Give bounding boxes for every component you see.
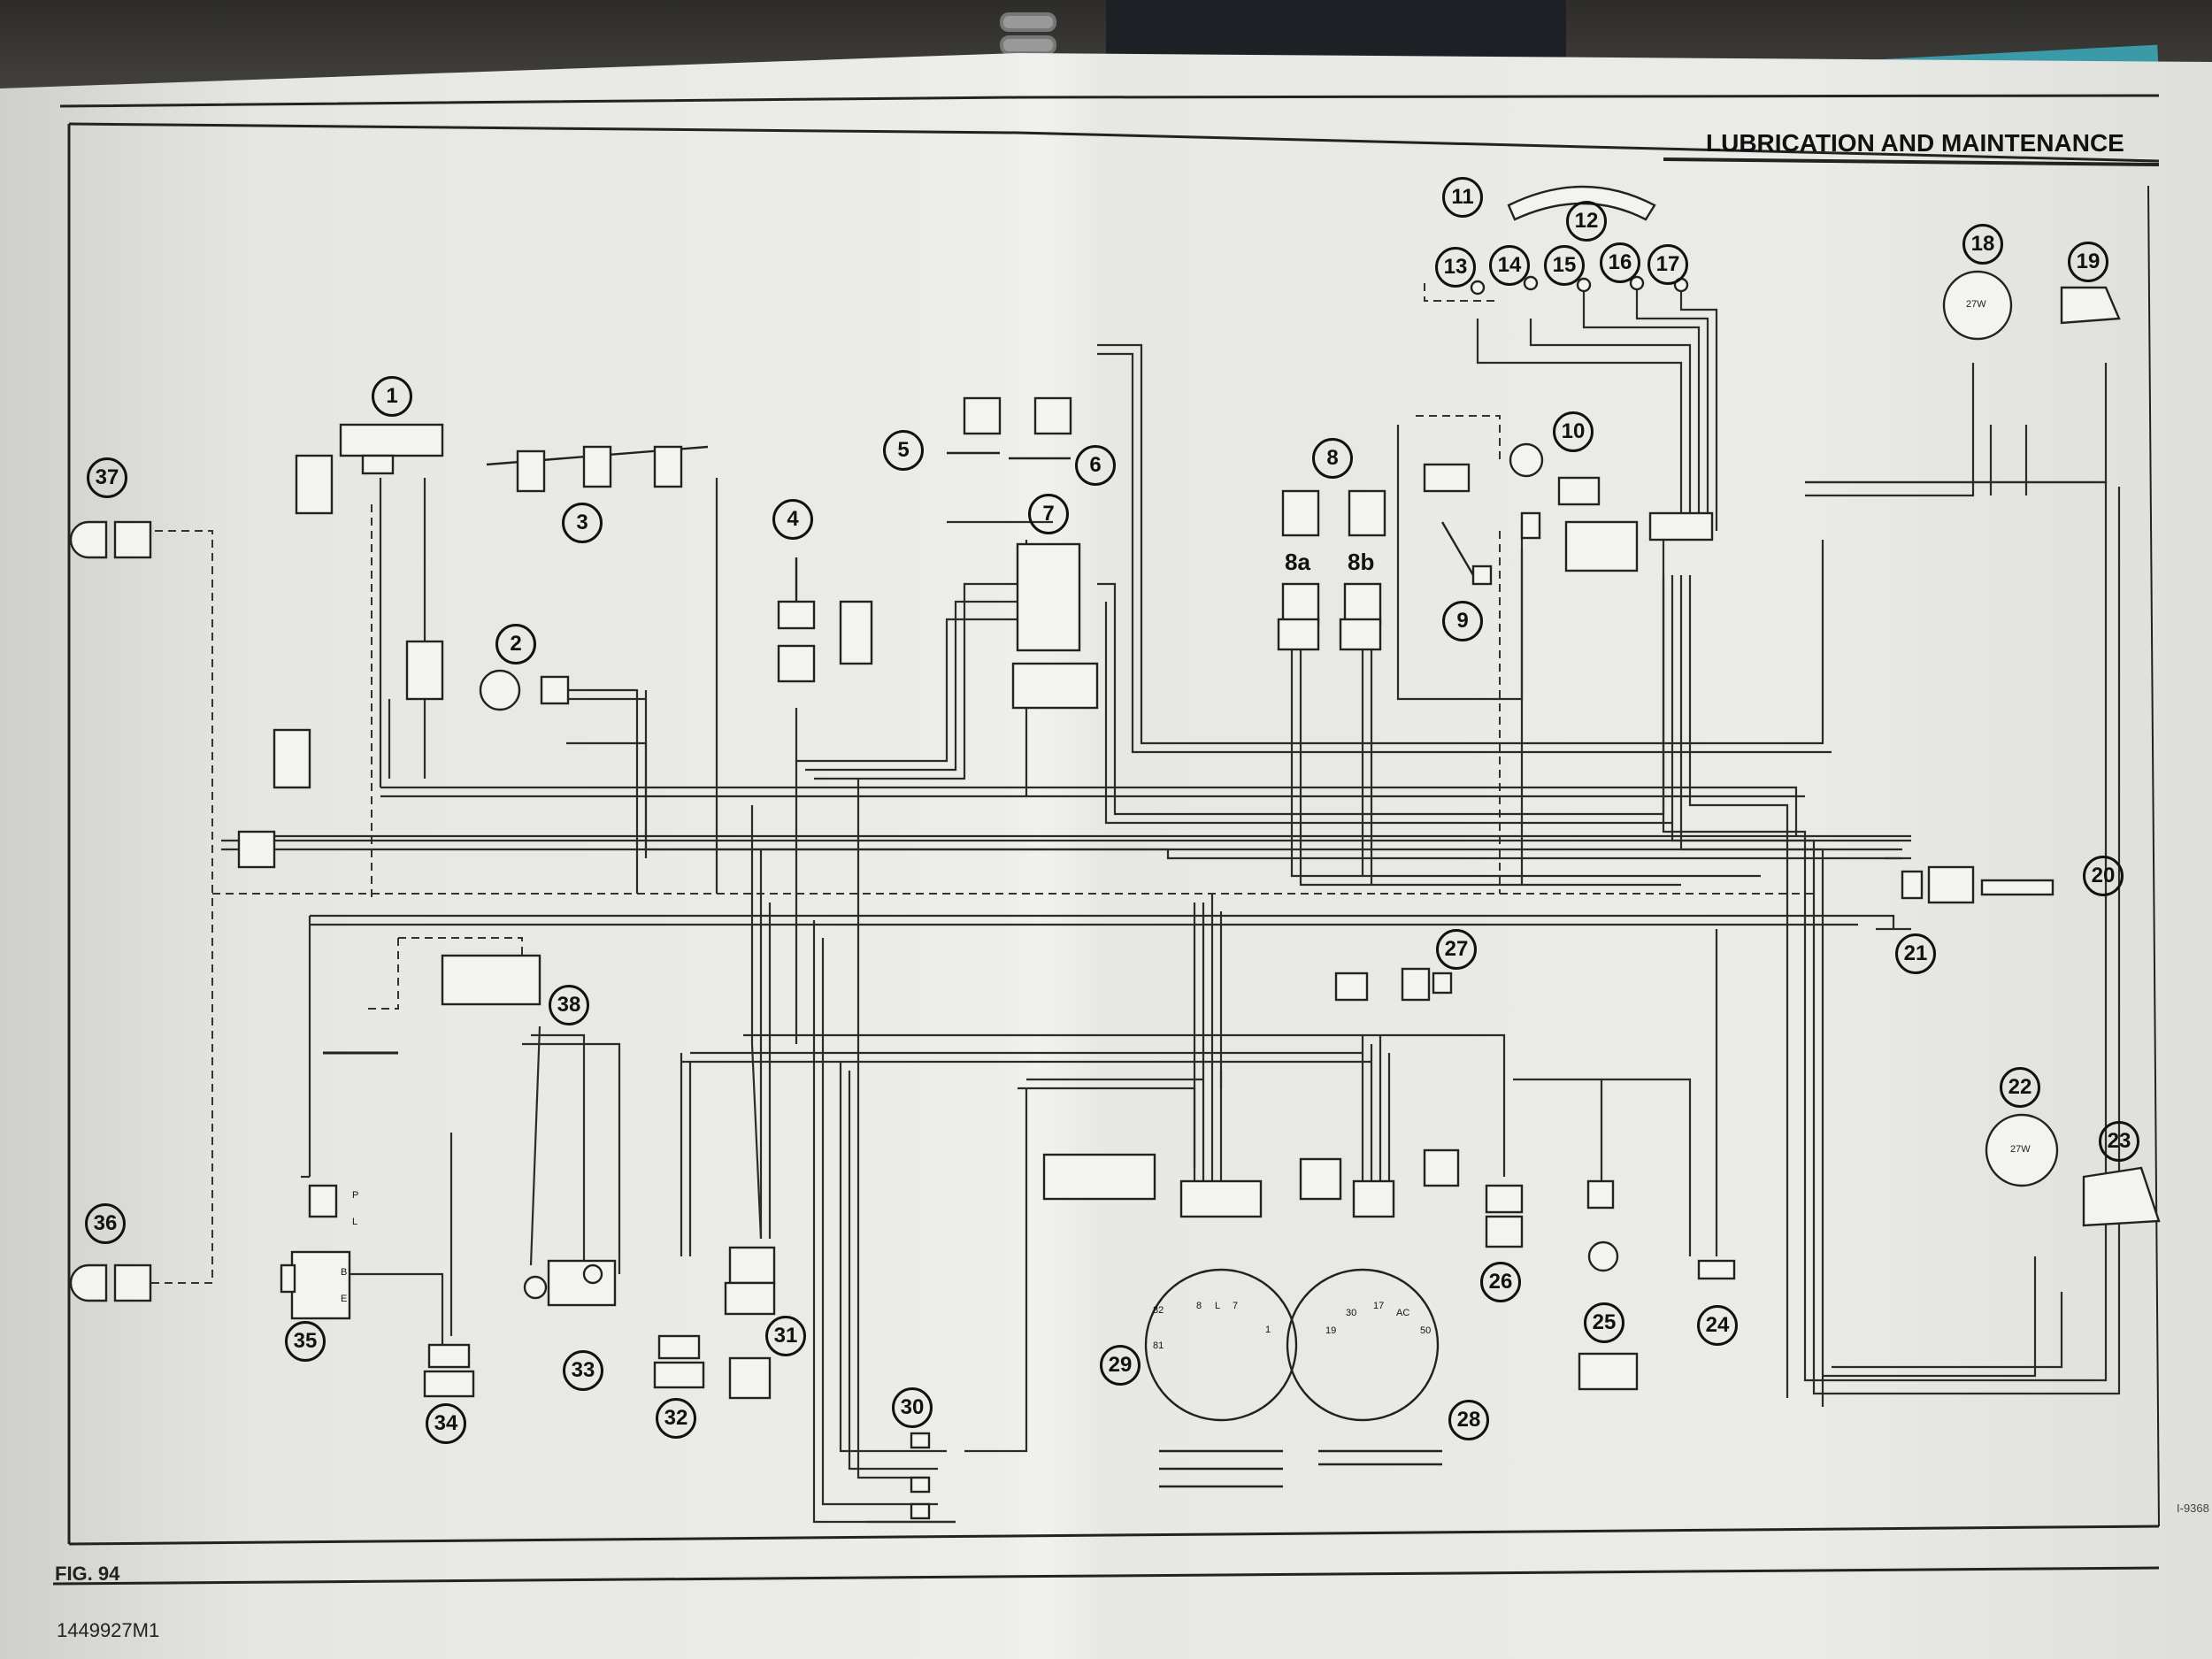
gauge29-pin: 1 (1265, 1325, 1271, 1335)
callout-20: 20 (2083, 856, 2124, 896)
callout-15: 15 (1544, 245, 1585, 286)
component-30-connector (910, 1432, 931, 1449)
component-1-switch (339, 423, 444, 457)
callout-37: 37 (87, 457, 127, 498)
component-8b-relay (1343, 582, 1382, 626)
lamp18-wattage: 27W (1966, 299, 1986, 310)
part-number: 1449927M1 (57, 1619, 160, 1641)
component-7-module (1016, 542, 1081, 652)
component-2-horn (479, 669, 521, 711)
component-32-sensor (657, 1334, 701, 1360)
component-18-lamp (1942, 270, 2013, 341)
callout-8: 8 (1312, 438, 1353, 479)
component-10-key (1509, 442, 1544, 478)
callout-31: 31 (765, 1316, 806, 1356)
callout-18: 18 (1962, 224, 2003, 265)
callout-13: 13 (1435, 247, 1476, 288)
sender-pin: L (352, 1217, 358, 1227)
component-24-switch (1697, 1259, 1736, 1280)
callout-22: 22 (2000, 1067, 2040, 1108)
component-25 (1586, 1179, 1615, 1210)
sender-pin: P (352, 1190, 359, 1201)
callout-19: 19 (2068, 242, 2108, 282)
callout-21: 21 (1895, 933, 1936, 974)
callout-2: 2 (495, 624, 536, 664)
component-8a-relay (1281, 582, 1320, 626)
starter-pin: E (341, 1294, 348, 1304)
component-20-plug (1927, 865, 1975, 904)
label-8b: 8b (1348, 549, 1375, 575)
callout-34: 34 (426, 1403, 466, 1444)
component-37-lamp (69, 520, 108, 559)
component-5 (963, 396, 1002, 435)
figure-label: FIG. 94 (55, 1563, 120, 1585)
component-8-relay (1281, 489, 1320, 537)
callout-29: 29 (1100, 1345, 1141, 1386)
gauge29-pin: L (1215, 1301, 1221, 1311)
callout-7: 7 (1028, 494, 1069, 534)
component-4-toggle (777, 600, 816, 630)
callout-27: 27 (1436, 929, 1477, 970)
callout-36: 36 (85, 1203, 126, 1244)
callout-35: 35 (285, 1321, 326, 1362)
lamp22-wattage: 27W (2010, 1144, 2031, 1155)
gauge29-pin: 81 (1153, 1340, 1164, 1351)
callout-25: 25 (1584, 1302, 1624, 1343)
callout-17: 17 (1647, 244, 1688, 285)
component-23-lamp (2082, 1166, 2161, 1227)
gauge28-pin: 17 (1373, 1301, 1385, 1311)
callout-10: 10 (1553, 411, 1594, 452)
component-22-lamp (1985, 1113, 2059, 1187)
component-6 (1033, 396, 1072, 435)
gauge28-pin: AC (1396, 1308, 1410, 1318)
manual-page (0, 53, 2212, 1659)
gauge28-pin: 30 (1346, 1308, 1357, 1318)
callout-5: 5 (883, 430, 924, 471)
callout-4: 4 (772, 499, 813, 540)
callout-3: 3 (562, 503, 603, 543)
gauge29-pin: 82 (1153, 1305, 1164, 1316)
component-26-relay (1485, 1184, 1524, 1214)
component-34-sensor (427, 1343, 471, 1369)
main-harness-wires (221, 283, 2121, 1524)
callout-14: 14 (1489, 245, 1530, 286)
connector-components (69, 185, 2161, 1520)
callout-6: 6 (1075, 445, 1116, 486)
callout-30: 30 (892, 1387, 933, 1428)
page-header-title: LUBRICATION AND MAINTENANCE (1706, 129, 2124, 157)
gauge28-pin: 50 (1420, 1325, 1432, 1336)
gauge28-pin: 19 (1325, 1325, 1337, 1336)
component-31-relay (728, 1246, 776, 1285)
callout-9: 9 (1442, 601, 1483, 641)
callout-23: 23 (2099, 1121, 2139, 1162)
callout-28: 28 (1448, 1400, 1489, 1440)
callout-24: 24 (1697, 1305, 1738, 1346)
callout-11: 11 (1442, 177, 1483, 218)
gauge29-pin: 8 (1196, 1301, 1202, 1311)
component-33-regulator (547, 1259, 617, 1307)
component-29-gauge (1144, 1268, 1298, 1422)
component-35-starter (290, 1250, 351, 1320)
callout-26: 26 (1480, 1262, 1521, 1302)
starter-pin: B (341, 1267, 348, 1278)
callout-33: 33 (563, 1350, 603, 1391)
callout-1: 1 (372, 376, 412, 417)
component-28-gauge (1286, 1268, 1440, 1422)
callout-32: 32 (656, 1398, 696, 1439)
component-38-battery (441, 954, 541, 1006)
callout-38: 38 (549, 985, 589, 1025)
component-19-lamp (2060, 286, 2121, 325)
callout-16: 16 (1600, 242, 1640, 283)
component-27-diode (1401, 967, 1431, 1002)
callout-12: 12 (1566, 201, 1607, 242)
component-9-sender (1423, 463, 1471, 493)
gauge29-pin: 7 (1233, 1301, 1239, 1311)
component-36-lamp (69, 1263, 108, 1302)
binder-ring (1000, 12, 1056, 32)
label-8a: 8a (1285, 549, 1310, 575)
corner-code: I-9368 (2177, 1502, 2209, 1515)
binder-ring (1000, 35, 1056, 55)
page-border (52, 94, 2160, 1586)
